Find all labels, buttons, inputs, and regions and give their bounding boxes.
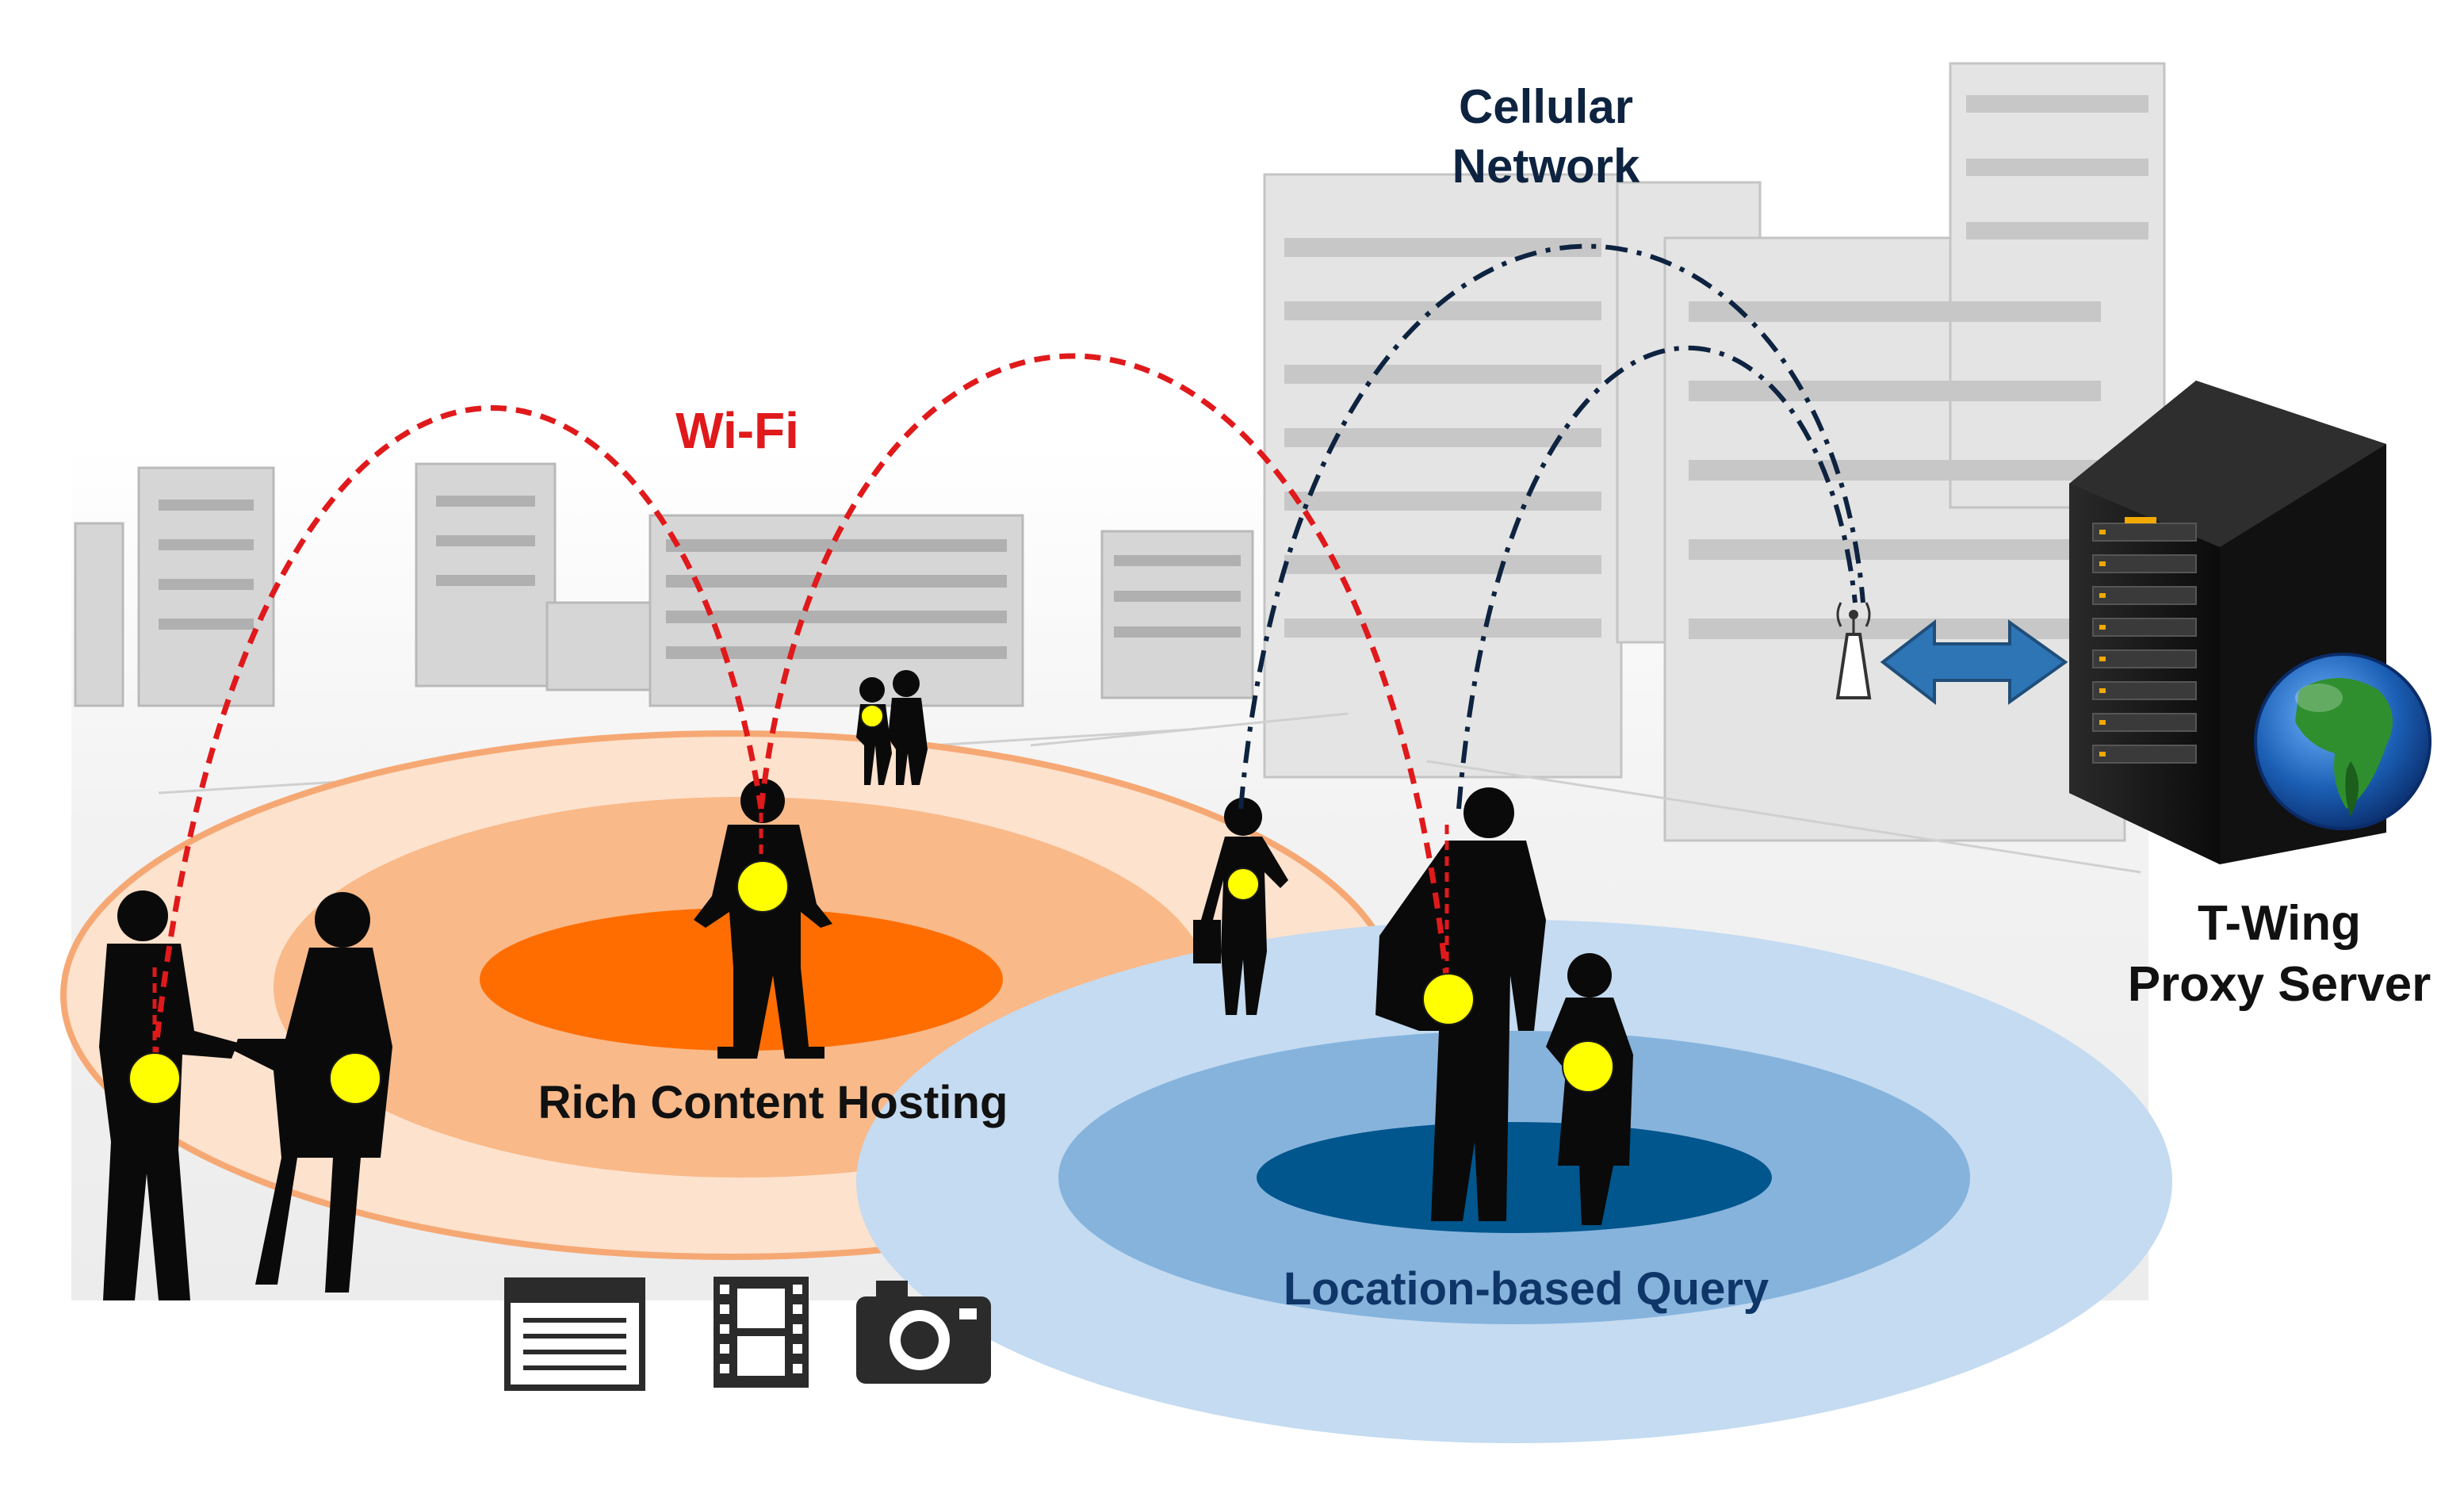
rich-content-label: Rich Content Hosting [538, 1077, 1008, 1128]
device-dot [128, 1052, 181, 1105]
double-arrow-icon [1880, 619, 2068, 706]
people-silhouettes [99, 670, 1633, 1300]
clapperboard-icon [504, 1277, 645, 1391]
wifi-links [151, 353, 1450, 1063]
wifi-arc-1 [151, 405, 764, 1063]
device-dot [737, 860, 789, 913]
device-dot [329, 1052, 381, 1105]
person-woman-briefcase [1193, 798, 1288, 1015]
server-label-line1: T-Wing [2198, 896, 2361, 951]
server-label-line2: Proxy Server [2128, 957, 2431, 1012]
cellular-label-line2: Network [1452, 140, 1640, 193]
wifi-arc-2 [758, 353, 1450, 984]
location-query-label: Location-based Query [1284, 1263, 1769, 1315]
cellular-arc-1 [1238, 243, 1865, 810]
globe-icon [2254, 653, 2431, 830]
wifi-label: Wi-Fi [675, 402, 799, 459]
film-strip-icon [714, 1277, 809, 1388]
person-background-couple [856, 670, 928, 785]
person-handshake-man [99, 890, 238, 1300]
device-dot [1226, 867, 1260, 901]
device-dot [1422, 973, 1475, 1025]
device-dot [860, 704, 884, 728]
camera-icon [856, 1281, 991, 1384]
cellular-arc-2 [1456, 345, 1858, 810]
cellular-label-line1: Cellular [1459, 80, 1633, 133]
antenna-icon [1835, 602, 1872, 699]
device-dot [1562, 1040, 1614, 1093]
query-zone-blue [856, 920, 2172, 1443]
cellular-links [1238, 243, 1865, 810]
device-dots [128, 704, 1614, 1105]
person-handshake-woman [234, 892, 392, 1293]
